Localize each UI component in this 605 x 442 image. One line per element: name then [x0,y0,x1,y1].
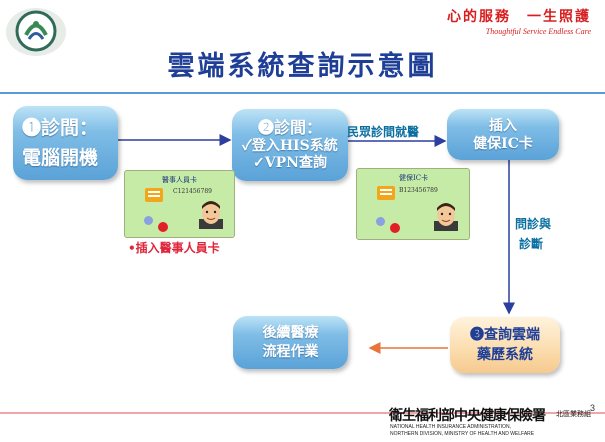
footer-divider [0,412,605,414]
card-dot-red-icon [390,223,400,233]
step-5-box: 後續醫療 流程作業 [233,316,348,369]
staff-card-title: 醫事人員卡 [162,176,197,184]
label-insert-staff-card: •插入醫事人員卡 [128,241,220,255]
step-5-line-1: 後續醫療 [262,324,319,341]
step-3-line-2: 健保IC卡 [473,135,533,152]
step-2-box: ❷診間： ✓登入HIS系統 ✓VPN查詢 [232,109,348,181]
slide-title: 雲端系統查詢示意圖 [167,51,438,82]
staff-card-number: C121456789 [173,188,212,195]
label-patient-visit: 民眾診間就醫 [347,125,420,139]
footer-org-english-1: NATIONAL HEALTH INSURANCE ADMINISTRATION… [390,424,511,430]
staff-card: 醫事人員卡 C121456789 [124,170,235,238]
step-3-box: 插入 健保IC卡 [447,109,559,160]
label-consult-line-2: 診斷 [519,237,544,251]
slogan: 心的服務 一生照護 Thoughtful Service Endless Car… [447,6,591,36]
nhi-ic-card: 健保IC卡 B123456789 [356,168,470,240]
nhi-card-title: 健保IC卡 [399,174,429,182]
step-4-box: ❸查詢雲端 藥歷系統 [450,317,560,373]
footer-org-english-2: NORTHERN DIVISION, MINISTRY OF HEALTH AN… [390,431,535,437]
step-1-box: ❶診間： 電腦開機 [13,106,118,180]
step-2-line-3: ✓VPN查詢 [253,155,327,171]
step-2-line-2: ✓登入HIS系統 [242,138,338,154]
step-2-line-1: ❷診間： [257,118,322,137]
step-4-line-1: ❸查詢雲端 [470,327,540,343]
card-dot-red-icon [158,222,168,232]
step-1-line-2: 電腦開機 [22,147,99,169]
card-chip-icon [377,186,395,200]
nhi-card-number: B123456789 [399,187,438,194]
slogan-chinese: 心的服務 一生照護 [447,9,591,25]
nhi-logo-icon [6,8,66,56]
step-3-line-1: 插入 [489,117,517,134]
header-divider [0,92,605,94]
portrait-face-icon [434,203,458,231]
footer-org-name: 衛生福利部中央健康保險署 [389,408,546,424]
label-consult-line-1: 問診與 [515,217,552,231]
card-chip-icon [145,188,163,202]
step-4-line-2: 藥歷系統 [477,347,533,363]
slogan-english: Thoughtful Service Endless Care [485,27,591,36]
step-5-line-2: 流程作業 [262,343,319,360]
footer-division: 北區業務組 [556,410,591,418]
page-number: 3 [590,403,596,413]
card-dot-blue-icon [144,216,153,225]
portrait-face-icon [199,201,223,229]
card-dot-blue-icon [376,217,385,226]
step-1-line-1: ❶診間： [22,117,99,139]
